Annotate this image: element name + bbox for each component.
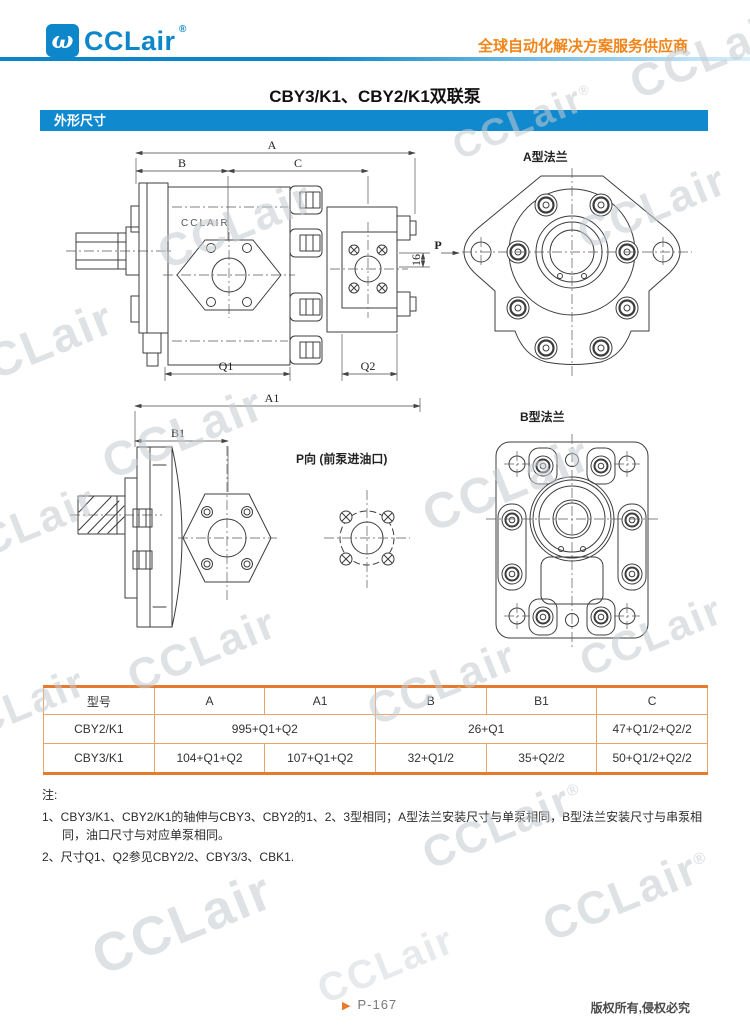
cell-c: 47+Q1/2+Q2/2: [596, 714, 708, 744]
col-header-c: C: [596, 686, 708, 715]
dim-label-c: C: [294, 156, 302, 170]
cell-b1: 35+Q2/2: [485, 743, 598, 774]
note-item-1: 1、CBY3/K1、CBY2/K1的轴伸与CBY3、CBY2的1、2、3型相同；…: [42, 810, 703, 842]
col-header-b1: B1: [485, 686, 598, 715]
dim-label-q2: Q2: [361, 359, 376, 373]
side-view-a1b1: A1 B1: [70, 391, 421, 628]
watermark: CCLair: [83, 860, 282, 987]
page-number: ▶ P-167: [342, 997, 397, 1012]
dim-label-b: B: [178, 156, 186, 170]
note-item-2: 2、尺寸Q1、Q2参见CBY2/2、CBY3/3、CBK1.: [42, 850, 295, 864]
col-header-a: A: [153, 686, 266, 715]
header-divider: [0, 57, 750, 61]
cell-b: 32+Q1/2: [374, 743, 487, 774]
dim-label-q1: Q1: [219, 359, 234, 373]
main-pump-view: CCLAIR: [66, 138, 430, 381]
flange-b-view: B型法兰: [486, 409, 658, 648]
cell-model: CBY3/K1: [43, 743, 155, 774]
p-view-caption: P向 (前泵进油口): [296, 451, 387, 466]
dim-label-a: A: [268, 138, 277, 152]
technical-drawing: CCLAIR: [66, 138, 692, 648]
col-header-b: B: [374, 686, 487, 715]
flange-b-title: B型法兰: [520, 409, 565, 424]
flange-a-title: A型法兰: [523, 149, 568, 164]
brand-logo-icon: ω: [46, 24, 79, 57]
dim-label-16: 16: [409, 254, 423, 266]
notes-section: 注: 1、CBY3/K1、CBY2/K1的轴伸与CBY3、CBY2的1、2、3型…: [42, 786, 714, 866]
cell-c: 50+Q1/2+Q2/2: [596, 743, 708, 774]
brand-logo-text: CCLair: [84, 26, 176, 56]
copyright-text: 版权所有,侵权必究: [590, 1001, 690, 1015]
cell-a-a1: 995+Q1+Q2: [153, 714, 376, 744]
dim-label-b1: B1: [171, 426, 185, 440]
cell-b-b1: 26+Q1: [374, 714, 598, 744]
col-header-a1: A1: [264, 686, 376, 715]
dim-label-a1: A1: [265, 391, 280, 405]
table-row: CBY3/K1 104+Q1+Q2 107+Q1+Q2 32+Q1/2 35+Q…: [43, 743, 708, 774]
body-brand-text: CCLAIR: [181, 218, 230, 229]
cell-a1: 107+Q1+Q2: [264, 743, 376, 774]
table-row: CBY2/K1 995+Q1+Q2 26+Q1 47+Q1/2+Q2/2: [43, 714, 708, 744]
page-number-marker-icon: ▶: [342, 1000, 351, 1012]
col-header-model: 型号: [43, 686, 155, 715]
notes-title: 注:: [42, 788, 58, 802]
page-title: CBY3/K1、CBY2/K1双联泵: [269, 87, 481, 106]
cell-model: CBY2/K1: [43, 714, 155, 744]
table-header-row: 型号 A A1 B B1 C: [43, 686, 708, 715]
company-tagline: 全球自动化解决方案服务供应商: [477, 38, 688, 55]
dimension-table: 型号 A A1 B B1 C CBY2/K1 995+Q1+Q2 26+Q1 4…: [43, 685, 708, 775]
page-number-text: P-167: [357, 997, 398, 1012]
cell-a: 104+Q1+Q2: [153, 743, 266, 774]
p-port-view: P向 (前泵进油口): [296, 451, 410, 588]
section-header-dimensions: 外形尺寸: [40, 110, 708, 131]
p-marker: P: [434, 238, 441, 252]
flange-a-view: A型法兰: [434, 149, 692, 376]
registered-mark-icon: ®: [179, 24, 187, 35]
